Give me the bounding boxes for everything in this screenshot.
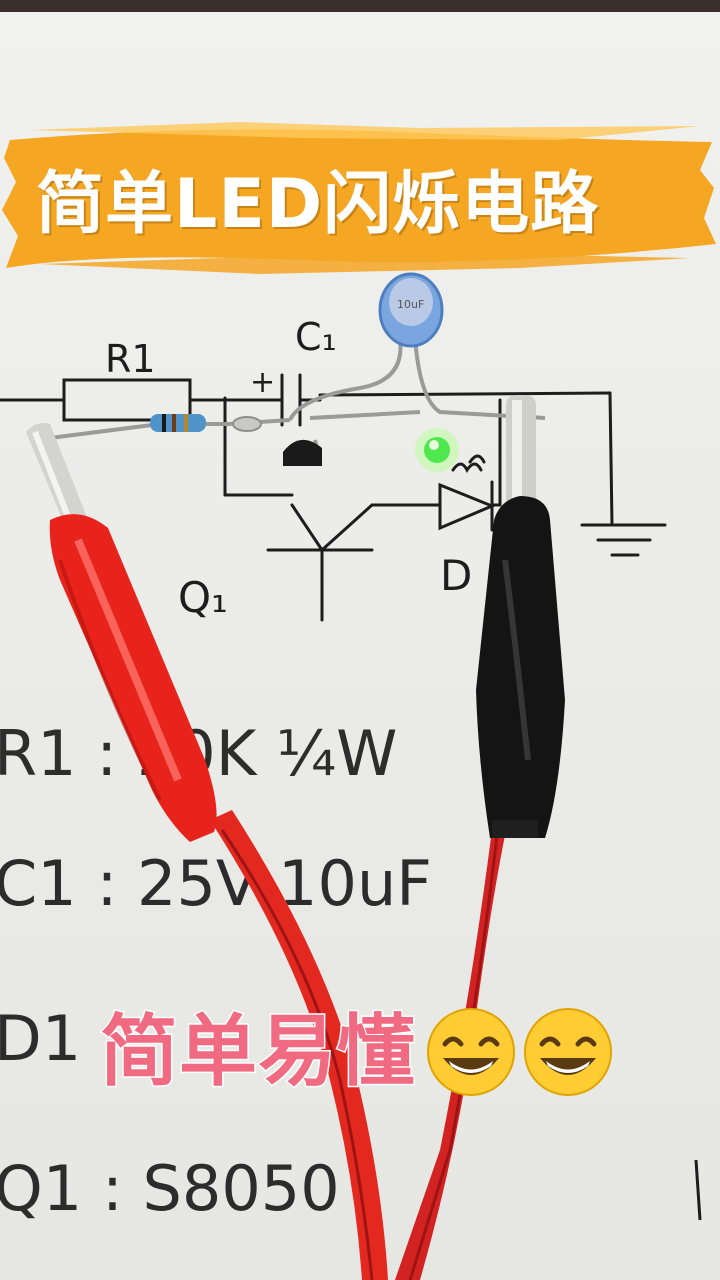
svg-text:10uF: 10uF	[397, 298, 424, 311]
label-c1: C₁	[295, 315, 337, 359]
schematic-labels: R1 C₁ + Q₁ D	[105, 315, 472, 622]
note-c1: C1 : 25V 10uF	[0, 847, 432, 920]
parts-notes: R1 : 20K ¼W C1 : 25V 10uF D1 Q1 : S8050	[0, 717, 432, 1225]
label-d: D	[440, 551, 472, 600]
video-title: 简单LED闪烁电路	[36, 165, 600, 244]
top-edge-shadow	[0, 0, 720, 12]
grinning-face-icon	[524, 1008, 612, 1096]
black-clip	[395, 395, 565, 1280]
label-q1: Q₁	[178, 573, 228, 622]
transistor-component	[283, 439, 322, 466]
title-brush-stroke	[2, 122, 716, 274]
note-q1: Q1 : S8050	[0, 1152, 340, 1225]
resistor-component	[150, 414, 262, 432]
grinning-face-icon	[427, 1008, 515, 1096]
video-caption: 简单易懂	[99, 1006, 417, 1099]
schematic-drawing	[0, 373, 667, 622]
paper-mark	[694, 1159, 702, 1221]
label-r1: R1	[105, 337, 156, 381]
capacitor-component: 10uF	[378, 272, 444, 348]
led-component	[415, 428, 459, 472]
label-plus: +	[250, 365, 275, 400]
red-clip	[26, 423, 388, 1280]
note-d1: D1	[0, 1002, 81, 1075]
